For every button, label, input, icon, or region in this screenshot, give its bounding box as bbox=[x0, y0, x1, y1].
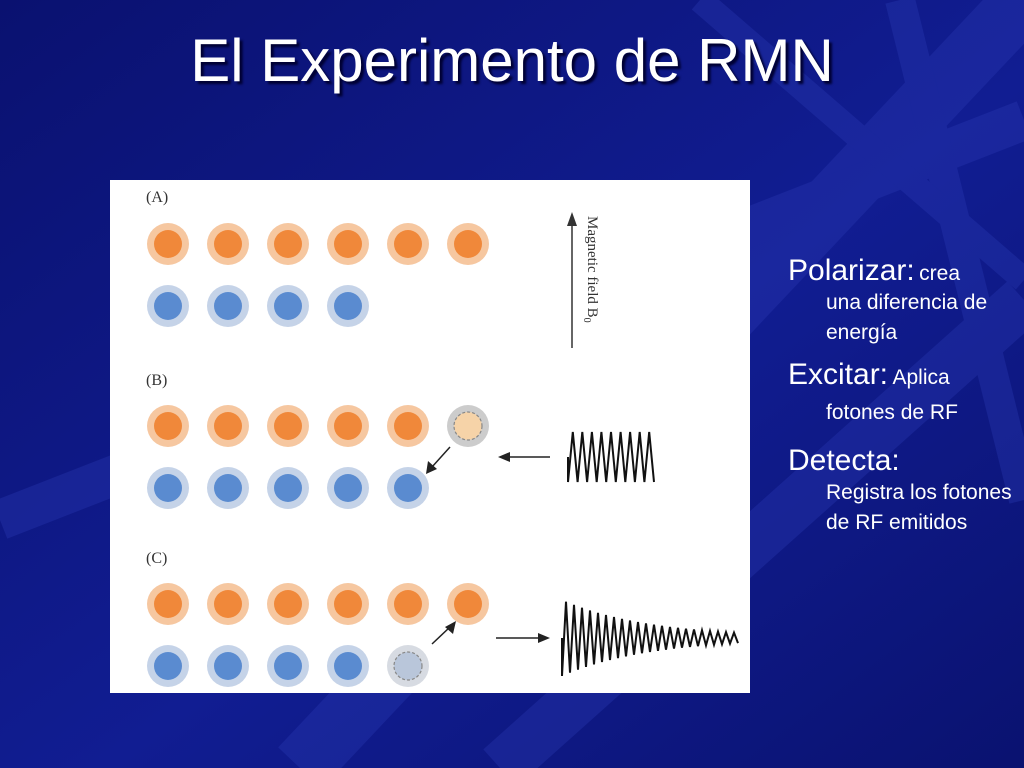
bullet-body: Registra los fotones de RF emitidos bbox=[826, 481, 1012, 534]
blue-spin bbox=[147, 467, 189, 509]
bullet-body: una diferencia de energía bbox=[826, 291, 988, 344]
orange-spin bbox=[147, 223, 189, 265]
rf-pulse-wave bbox=[567, 431, 655, 483]
rf-input-arrow bbox=[498, 452, 550, 462]
blue-spin bbox=[267, 467, 309, 509]
bullet-head: Detecta: bbox=[788, 444, 900, 477]
orange-spin bbox=[147, 583, 189, 625]
relaxed-spin bbox=[387, 645, 429, 687]
orange-spin bbox=[327, 223, 369, 265]
magnetic-field-label: Magnetic field B0 bbox=[581, 216, 600, 323]
panel-label-c: (C) bbox=[146, 550, 167, 567]
bullet-body: fotones de RF bbox=[826, 401, 958, 424]
blue-spin bbox=[207, 467, 249, 509]
blue-spin bbox=[207, 645, 249, 687]
background-ray bbox=[885, 0, 1024, 504]
blue-spin bbox=[207, 285, 249, 327]
orange-spin bbox=[327, 405, 369, 447]
bullet-excitar: Excitar: Aplica fotones de RF bbox=[788, 358, 1013, 434]
blue-spin bbox=[387, 467, 429, 509]
nmr-diagram: (A) (B) (C) Magnetic field B0 bbox=[146, 189, 739, 687]
transition-arrow-c bbox=[431, 621, 456, 645]
background-ray bbox=[691, 0, 1024, 290]
orange-spin bbox=[267, 583, 309, 625]
blue-spin bbox=[147, 285, 189, 327]
orange-spin bbox=[207, 223, 249, 265]
excited-spin bbox=[447, 405, 489, 447]
rf-output-arrow bbox=[496, 633, 550, 643]
blue-spin bbox=[267, 285, 309, 327]
orange-spin bbox=[327, 583, 369, 625]
orange-spin bbox=[447, 223, 489, 265]
bullet-inline: Aplica bbox=[892, 366, 950, 389]
orange-spin bbox=[147, 405, 189, 447]
blue-spin bbox=[267, 645, 309, 687]
orange-spin bbox=[387, 405, 429, 447]
transition-arrow-b bbox=[426, 446, 451, 474]
slide-title: El Experimento de RMN bbox=[190, 27, 834, 94]
bullet-inline: crea bbox=[919, 262, 961, 285]
bullet-list: Polarizar: crea una diferencia de energí… bbox=[788, 254, 1013, 548]
panel-label-a: (A) bbox=[146, 189, 168, 206]
orange-spin bbox=[207, 583, 249, 625]
blue-spin bbox=[327, 467, 369, 509]
nmr-figure: (A) (B) (C) Magnetic field B0 bbox=[110, 180, 750, 693]
blue-spin bbox=[147, 645, 189, 687]
bullet-polarizar: Polarizar: crea una diferencia de energí… bbox=[788, 254, 1013, 348]
orange-spin bbox=[267, 405, 309, 447]
magnetic-field-arrow bbox=[567, 212, 577, 348]
bullet-detecta: Detecta: Registra los fotones de RF emit… bbox=[788, 444, 1013, 538]
blue-spin bbox=[327, 285, 369, 327]
orange-spin bbox=[387, 223, 429, 265]
bullet-head: Excitar: bbox=[788, 358, 889, 391]
orange-spin bbox=[447, 583, 489, 625]
blue-spin bbox=[327, 645, 369, 687]
orange-spin bbox=[207, 405, 249, 447]
orange-spin bbox=[267, 223, 309, 265]
fid-signal-wave bbox=[561, 601, 739, 677]
bullet-head: Polarizar: bbox=[788, 254, 915, 287]
panel-label-b: (B) bbox=[146, 372, 167, 389]
orange-spin bbox=[387, 583, 429, 625]
